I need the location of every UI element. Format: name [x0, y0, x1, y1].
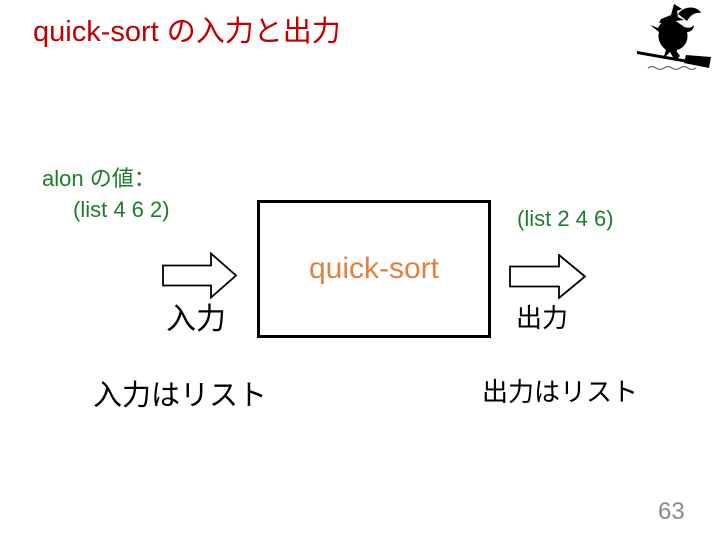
- slide-title: quick-sort の入力と出力: [33, 16, 341, 48]
- witch-logo-icon: [634, 2, 712, 72]
- output-label: 出力: [516, 303, 569, 333]
- output-list-value: (list 2 4 6): [517, 206, 614, 231]
- input-list-value: (list 4 6 2): [73, 197, 170, 222]
- input-label: 入力: [166, 303, 226, 336]
- output-note: 出力はリスト: [482, 377, 639, 407]
- quick-sort-box: quick-sort: [257, 200, 491, 338]
- output-arrow-icon: [509, 253, 587, 304]
- quick-sort-box-label: quick-sort: [308, 252, 440, 285]
- input-arrow-icon: [162, 251, 238, 304]
- alon-value-label: alon の値：: [42, 166, 156, 191]
- input-note: 入力はリスト: [93, 380, 268, 412]
- page-number: 63: [658, 498, 685, 525]
